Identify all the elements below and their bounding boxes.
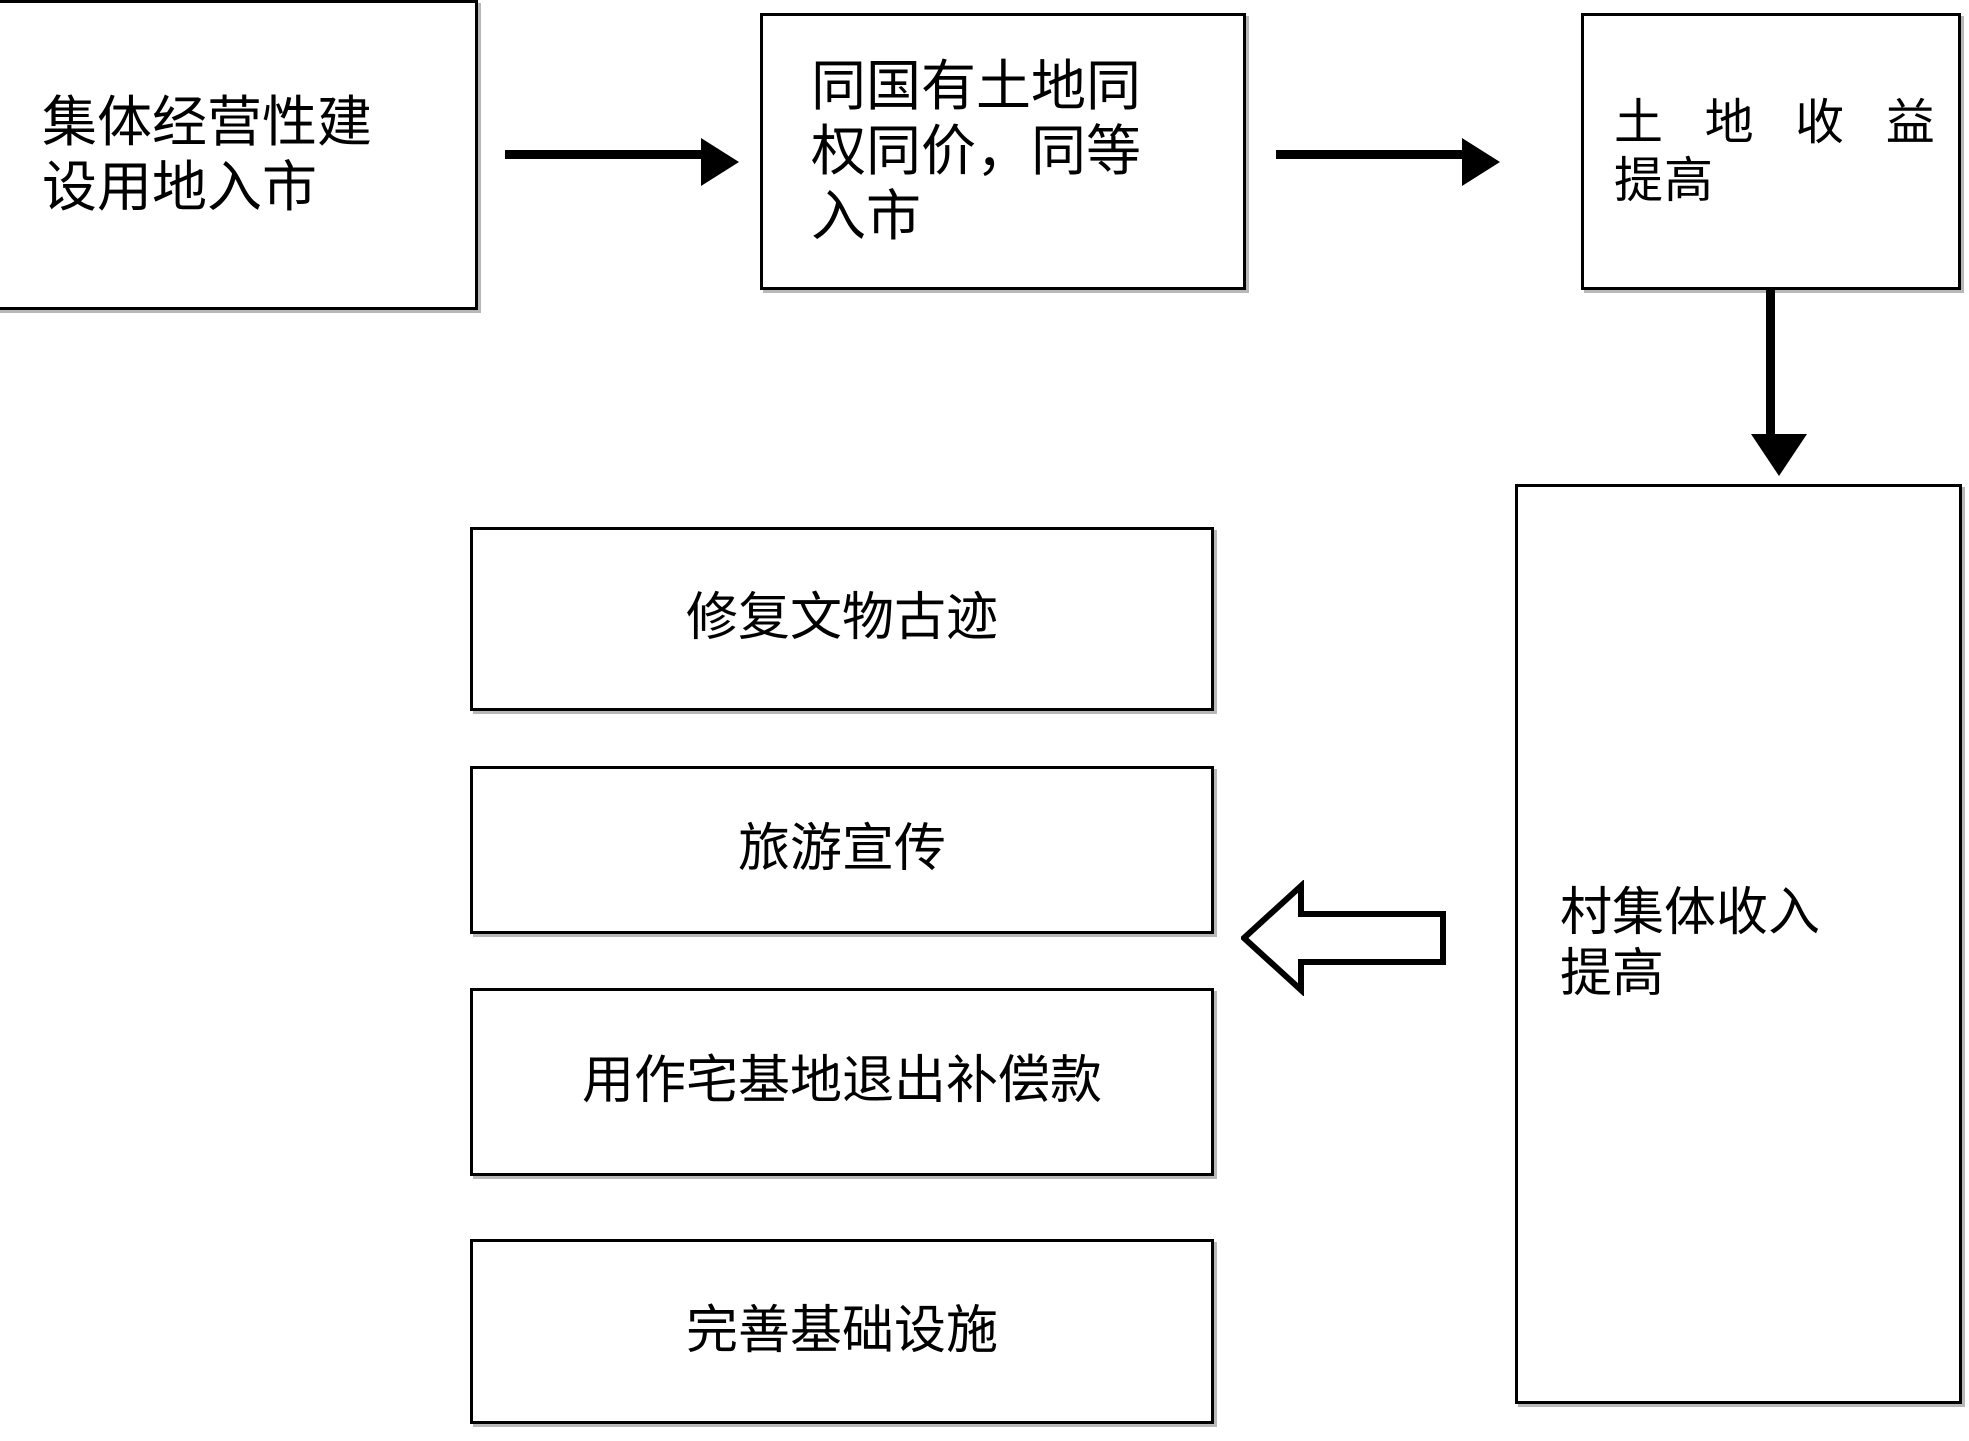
- node-restore-relics[interactable]: 修复文物古迹: [470, 527, 1214, 711]
- node-land-revenue[interactable]: 土 地 收 益提高: [1581, 13, 1961, 290]
- node-tourism-promotion-label: 旅游宣传: [737, 819, 946, 880]
- block-arrow-left-shape: [1241, 880, 1446, 996]
- arrowhead-right-icon: [701, 138, 739, 186]
- arrow-rights-to-revenue-icon: [1276, 138, 1500, 186]
- arrowhead-down-icon: [1751, 434, 1807, 476]
- node-market-entry[interactable]: 集体经营性建 设用地入市: [0, 0, 478, 310]
- arrow-revenue-to-village-icon: [1751, 288, 1807, 476]
- node-land-revenue-label: 土 地 收 益提高: [1584, 94, 1958, 210]
- arrow-entry-to-rights-icon: [505, 138, 739, 186]
- block-arrow-left-icon: [1241, 880, 1446, 996]
- node-land-revenue-line2: 提高: [1614, 151, 1715, 209]
- arrowhead-right-icon: [1462, 138, 1500, 186]
- node-land-revenue-line1: 土 地 收 益: [1614, 93, 1948, 151]
- node-village-income-label: 村集体收入 提高: [1560, 882, 1821, 1004]
- node-infrastructure[interactable]: 完善基础设施: [470, 1239, 1214, 1424]
- node-tourism-promotion[interactable]: 旅游宣传: [470, 766, 1214, 934]
- node-infrastructure-label: 完善基础设施: [685, 1300, 998, 1361]
- node-homestead-compensation[interactable]: 用作宅基地退出补偿款: [470, 988, 1214, 1176]
- node-village-income[interactable]: 村集体收入 提高: [1515, 484, 1962, 1404]
- node-restore-relics-label: 修复文物古迹: [685, 588, 998, 649]
- node-market-entry-label: 集体经营性建 设用地入市: [42, 90, 373, 219]
- node-equal-rights-label: 同国有土地同 权同价，同等 入市: [811, 54, 1142, 248]
- node-equal-rights[interactable]: 同国有土地同 权同价，同等 入市: [760, 13, 1246, 290]
- node-homestead-compensation-label: 用作宅基地退出补偿款: [581, 1051, 1102, 1112]
